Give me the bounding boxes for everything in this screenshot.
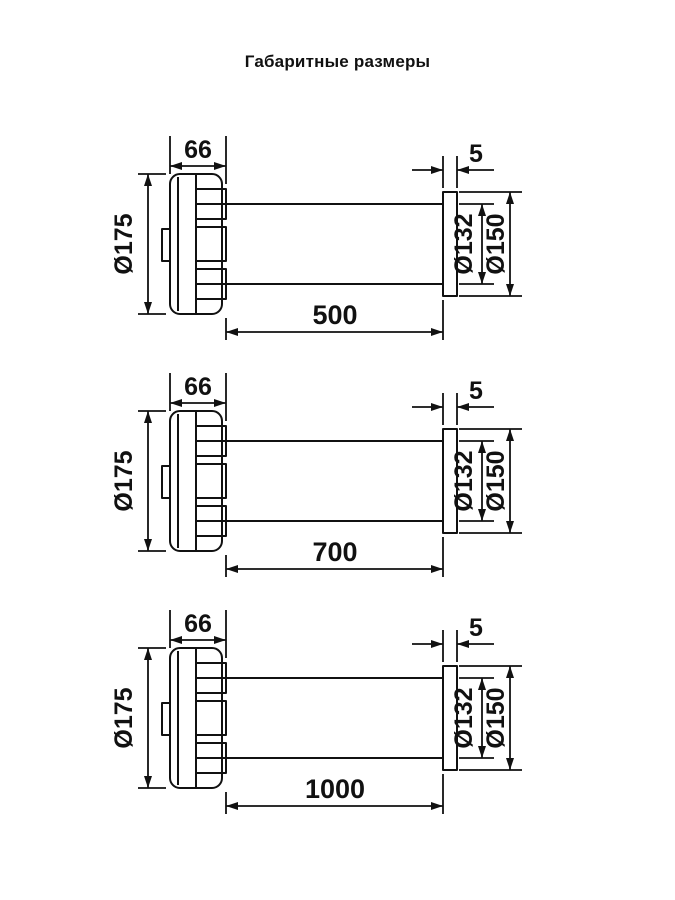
- head-outline: [161, 410, 227, 552]
- dimension-tube-length: 1000: [225, 774, 444, 814]
- dimension-head-width: 66: [169, 610, 227, 658]
- arrow-up-icon: [506, 666, 514, 678]
- arrow-left-icon: [226, 328, 238, 336]
- dimension-tube-length: 700: [225, 537, 444, 577]
- arrow-left-icon: [226, 565, 238, 573]
- dimension-head-diameter: Ø175: [110, 173, 166, 315]
- page-title: Габаритные размеры: [244, 52, 431, 71]
- arrow-right-icon: [431, 328, 443, 336]
- arrow-down-icon: [478, 509, 486, 521]
- tube-length-label: 1000: [305, 774, 365, 804]
- arrow-down-icon: [506, 758, 514, 770]
- tube-length-label: 500: [312, 300, 357, 330]
- flange-ring: [442, 665, 458, 771]
- arrow-left-icon: [170, 636, 182, 644]
- arrow-down-icon: [144, 539, 152, 551]
- arrow-right-icon: [431, 166, 443, 174]
- arrow-down-icon: [144, 776, 152, 788]
- tube-length-label: 700: [312, 537, 357, 567]
- dimension-duct-diameter: Ø132: [450, 677, 494, 759]
- flange-ring: [442, 428, 458, 534]
- flange-diameter-label: Ø150: [482, 450, 510, 511]
- arrow-right-icon: [431, 565, 443, 573]
- dimension-head-width: 66: [169, 136, 227, 184]
- dimension-flange-diameter: Ø150: [459, 428, 522, 534]
- duct-tube: [196, 203, 443, 285]
- duct-diameter-label: Ø132: [450, 213, 478, 274]
- arrow-right-icon: [214, 162, 226, 170]
- duct-tube: [196, 440, 443, 522]
- head-width-label: 66: [184, 610, 212, 638]
- head-tab-middle: [195, 226, 227, 262]
- arrow-up-icon: [144, 411, 152, 423]
- arrow-up-icon: [506, 429, 514, 441]
- arrow-right-icon: [431, 403, 443, 411]
- flange: [442, 191, 458, 297]
- arrow-up-icon: [144, 174, 152, 186]
- head-diameter-label: Ø175: [110, 213, 138, 274]
- dimension-duct-diameter: Ø132: [450, 440, 494, 522]
- dimension-diagram: 66 Ø175 5 Ø132: [110, 373, 522, 577]
- dimension-head-diameter: Ø175: [110, 647, 166, 789]
- duct-diameter-label: Ø132: [450, 450, 478, 511]
- arrow-up-icon: [478, 204, 486, 216]
- flange-thickness-label: 5: [469, 377, 483, 405]
- arrow-left-icon: [226, 802, 238, 810]
- arrow-up-icon: [478, 678, 486, 690]
- flange-ring: [442, 191, 458, 297]
- head-width-label: 66: [184, 373, 212, 401]
- arrow-right-icon: [431, 640, 443, 648]
- arrow-up-icon: [144, 648, 152, 660]
- arrow-left-icon: [457, 403, 469, 411]
- head-left-boss: [161, 702, 171, 736]
- arrow-down-icon: [478, 272, 486, 284]
- dimension-diagram: 66 Ø175 5 Ø132: [110, 136, 522, 340]
- head-tab-middle: [195, 463, 227, 499]
- arrow-up-icon: [506, 192, 514, 204]
- dimension-head-diameter: Ø175: [110, 410, 166, 552]
- head-left-boss: [161, 228, 171, 262]
- dimension-duct-diameter: Ø132: [450, 203, 494, 285]
- head-outline: [161, 173, 227, 315]
- dimension-tube-length: 500: [225, 300, 444, 340]
- dimension-diagram: 66 Ø175 5 Ø132: [110, 610, 522, 814]
- head-tab-middle: [195, 700, 227, 736]
- flange: [442, 428, 458, 534]
- arrow-right-icon: [431, 802, 443, 810]
- flange-thickness-label: 5: [469, 614, 483, 642]
- dimension-flange-diameter: Ø150: [459, 665, 522, 771]
- arrow-right-icon: [214, 399, 226, 407]
- head-diameter-label: Ø175: [110, 450, 138, 511]
- arrow-down-icon: [506, 284, 514, 296]
- arrow-left-icon: [170, 399, 182, 407]
- arrow-left-icon: [457, 640, 469, 648]
- dimension-flange-thickness: 5: [412, 140, 494, 188]
- dimension-head-width: 66: [169, 373, 227, 421]
- head-left-boss: [161, 465, 171, 499]
- flange: [442, 665, 458, 771]
- flange-diameter-label: Ø150: [482, 213, 510, 274]
- dimension-flange-thickness: 5: [412, 614, 494, 662]
- head-diameter-label: Ø175: [110, 687, 138, 748]
- arrow-down-icon: [144, 302, 152, 314]
- arrow-left-icon: [170, 162, 182, 170]
- head-outline: [161, 647, 227, 789]
- flange-diameter-label: Ø150: [482, 687, 510, 748]
- diagrams-stack: 66 Ø175 5 Ø132: [0, 122, 675, 833]
- arrow-up-icon: [478, 441, 486, 453]
- duct-diameter-label: Ø132: [450, 687, 478, 748]
- dimension-flange-diameter: Ø150: [459, 191, 522, 297]
- arrow-down-icon: [506, 521, 514, 533]
- duct-tube: [196, 677, 443, 759]
- arrow-right-icon: [214, 636, 226, 644]
- head-width-label: 66: [184, 136, 212, 164]
- flange-thickness-label: 5: [469, 140, 483, 168]
- dimension-flange-thickness: 5: [412, 377, 494, 425]
- arrow-down-icon: [478, 746, 486, 758]
- arrow-left-icon: [457, 166, 469, 174]
